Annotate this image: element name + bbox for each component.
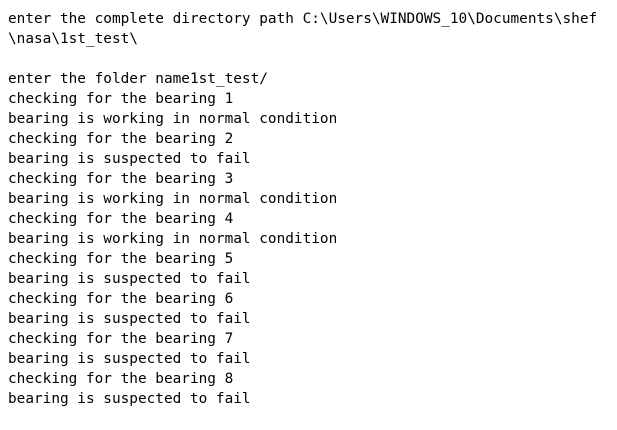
console-line: bearing is suspected to fail xyxy=(8,351,251,367)
console-line: bearing is suspected to fail xyxy=(8,151,251,167)
console-line-blank xyxy=(8,49,617,69)
console-line: enter the folder name1st_test/ xyxy=(8,71,268,87)
console-line: \nasa\1st_test\ xyxy=(8,31,138,47)
console-line: bearing is working in normal condition xyxy=(8,231,338,247)
console-line: checking for the bearing 7 xyxy=(8,331,234,347)
console-line: bearing is suspected to fail xyxy=(8,271,251,287)
console-line: bearing is suspected to fail xyxy=(8,391,251,407)
console-line: bearing is suspected to fail xyxy=(8,311,251,327)
console-line: bearing is working in normal condition xyxy=(8,111,338,127)
console-line: checking for the bearing 2 xyxy=(8,131,234,147)
console-line: checking for the bearing 1 xyxy=(8,91,234,107)
console-line: checking for the bearing 6 xyxy=(8,291,234,307)
console-line: checking for the bearing 4 xyxy=(8,211,234,227)
console-line: checking for the bearing 5 xyxy=(8,251,234,267)
console-line: bearing is working in normal condition xyxy=(8,191,338,207)
console-line: checking for the bearing 3 xyxy=(8,171,234,187)
console-line: checking for the bearing 8 xyxy=(8,371,234,387)
console-line: enter the complete directory path C:\Use… xyxy=(8,11,598,27)
